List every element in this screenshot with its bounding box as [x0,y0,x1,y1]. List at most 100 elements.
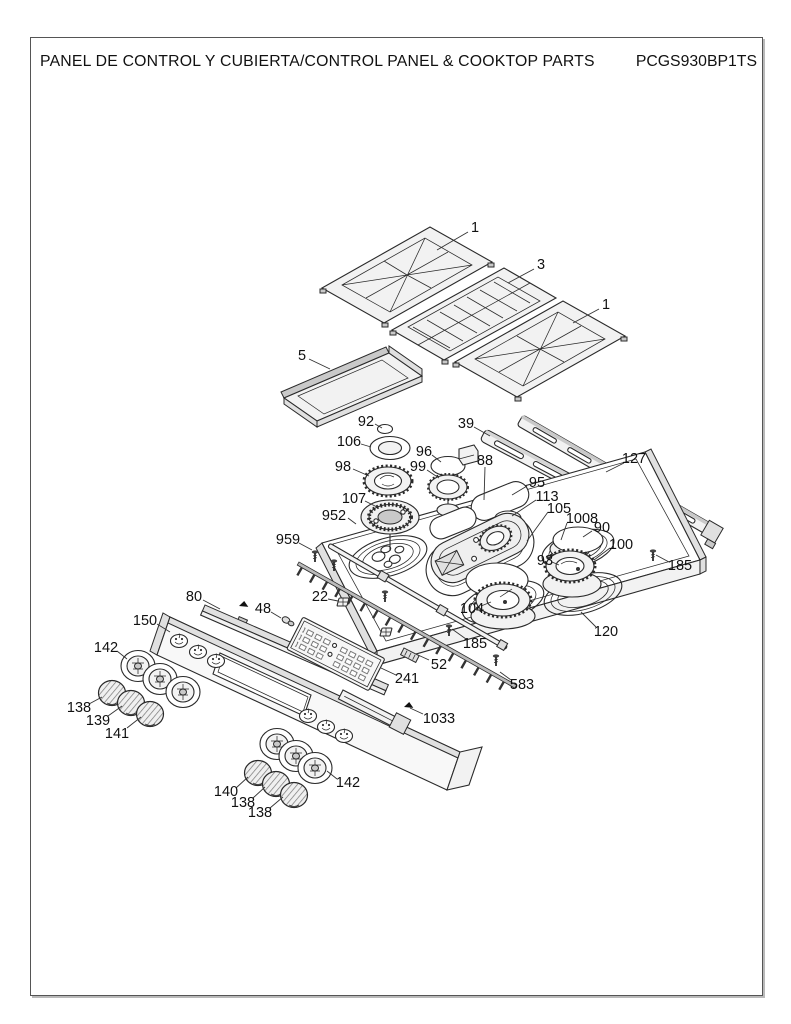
oval-burner-cap-95b [429,506,477,540]
callout-1-b: 1 [602,297,610,313]
leader-142-a [116,650,128,660]
callout-3: 3 [537,257,545,273]
clip-22-b [379,627,393,637]
burner-grate-left [319,226,495,328]
leader-107 [364,500,378,508]
leader-98 [352,468,370,477]
screw-c [491,653,501,667]
leader-150 [156,623,171,633]
callout-22: 22 [312,589,328,605]
callout-185-b: 185 [463,636,487,652]
leader-127 [605,462,625,473]
leader-952 [347,517,357,525]
callout-106: 106 [337,434,361,450]
callout-1033: 1033 [423,711,455,727]
leader-100 [593,547,611,561]
callout-138-a: 138 [67,700,91,716]
leader-22 [327,598,339,602]
leader-105 [526,511,549,542]
leader-141 [126,716,142,729]
leader-95 [511,485,528,496]
leader-1008 [560,522,568,541]
control-board-241 [286,617,385,691]
griddle [280,345,424,428]
callout-1-a: 1 [471,220,479,236]
leader-142-b [326,770,338,780]
leader-185-a [655,554,670,563]
callout-107: 107 [342,491,366,507]
leader-93 [551,561,560,566]
page-border [30,37,763,996]
callout-48: 48 [255,601,271,617]
mounting-rail-583 [296,561,518,695]
leader-106 [360,443,372,448]
burner-orifice-92 [376,423,394,435]
callout-80: 80 [186,589,202,605]
callout-leaders [88,231,670,809]
leader-583 [499,671,512,681]
burner-grate-center [389,267,558,365]
leader-48 [270,611,282,619]
screw-arrow-1033 [403,701,414,710]
screw-arrow-80 [238,600,249,609]
leader-138-a [88,696,103,705]
callout-959: 959 [276,532,300,548]
callout-105: 105 [547,501,571,517]
callout-120: 120 [594,624,618,640]
callout-labels: 1 3 1 5 92 106 96 39 98 99 88 127 95 107… [67,220,692,821]
callout-99: 99 [410,459,426,475]
callout-140: 140 [214,784,238,800]
burner-grate-right [452,300,628,402]
callout-96: 96 [416,444,432,460]
leader-80 [202,599,221,610]
clip-22-a [336,597,350,607]
callout-95: 95 [529,475,545,491]
screw-959 [310,549,320,563]
callout-113: 113 [535,489,558,505]
leader-1-b [572,308,600,324]
leader-99 [426,469,440,479]
leader-140 [235,776,249,789]
callout-138-b: 138 [231,795,255,811]
callout-138-c: 138 [248,805,272,821]
burner-head-104 [470,581,536,630]
callout-98: 98 [335,459,351,475]
leader-104 [480,601,492,607]
callout-952: 952 [322,508,346,524]
callout-92: 92 [358,414,374,430]
burner-base-107 [360,499,420,551]
callout-93: 93 [537,553,553,569]
callout-104: 104 [460,601,484,617]
model-number: PCGS930BP1TS [635,53,757,70]
callout-88: 88 [477,453,493,469]
callout-5: 5 [298,348,306,364]
spacer-52 [399,647,420,664]
callout-141: 141 [105,726,129,742]
leader-39 [473,426,491,437]
callout-127: 127 [622,451,646,467]
leader-1033 [409,707,424,715]
page-title: PANEL DE CONTROL Y CUBIERTA/CONTROL PANE… [40,53,595,70]
callout-150: 150 [133,613,157,629]
leader-138-c [269,796,284,809]
callout-100: 100 [609,537,633,553]
callout-52: 52 [431,657,447,673]
leader-138-b [252,786,266,799]
callout-142-a: 142 [94,640,118,656]
leader-52 [417,654,430,661]
leader-139 [107,705,123,717]
leader-88 [483,466,486,501]
callout-1008: 1008 [566,511,598,527]
end-bracket-1033 [337,689,412,735]
leader-5 [308,358,331,370]
callout-185-a: 185 [668,558,692,574]
callout-142-b: 142 [336,775,360,791]
callout-241: 241 [395,671,419,687]
burner-head-93 [543,548,597,584]
callout-583: 583 [510,677,534,693]
leader-120 [580,611,597,628]
leader-185-b [451,628,467,640]
screw-48 [281,616,295,627]
